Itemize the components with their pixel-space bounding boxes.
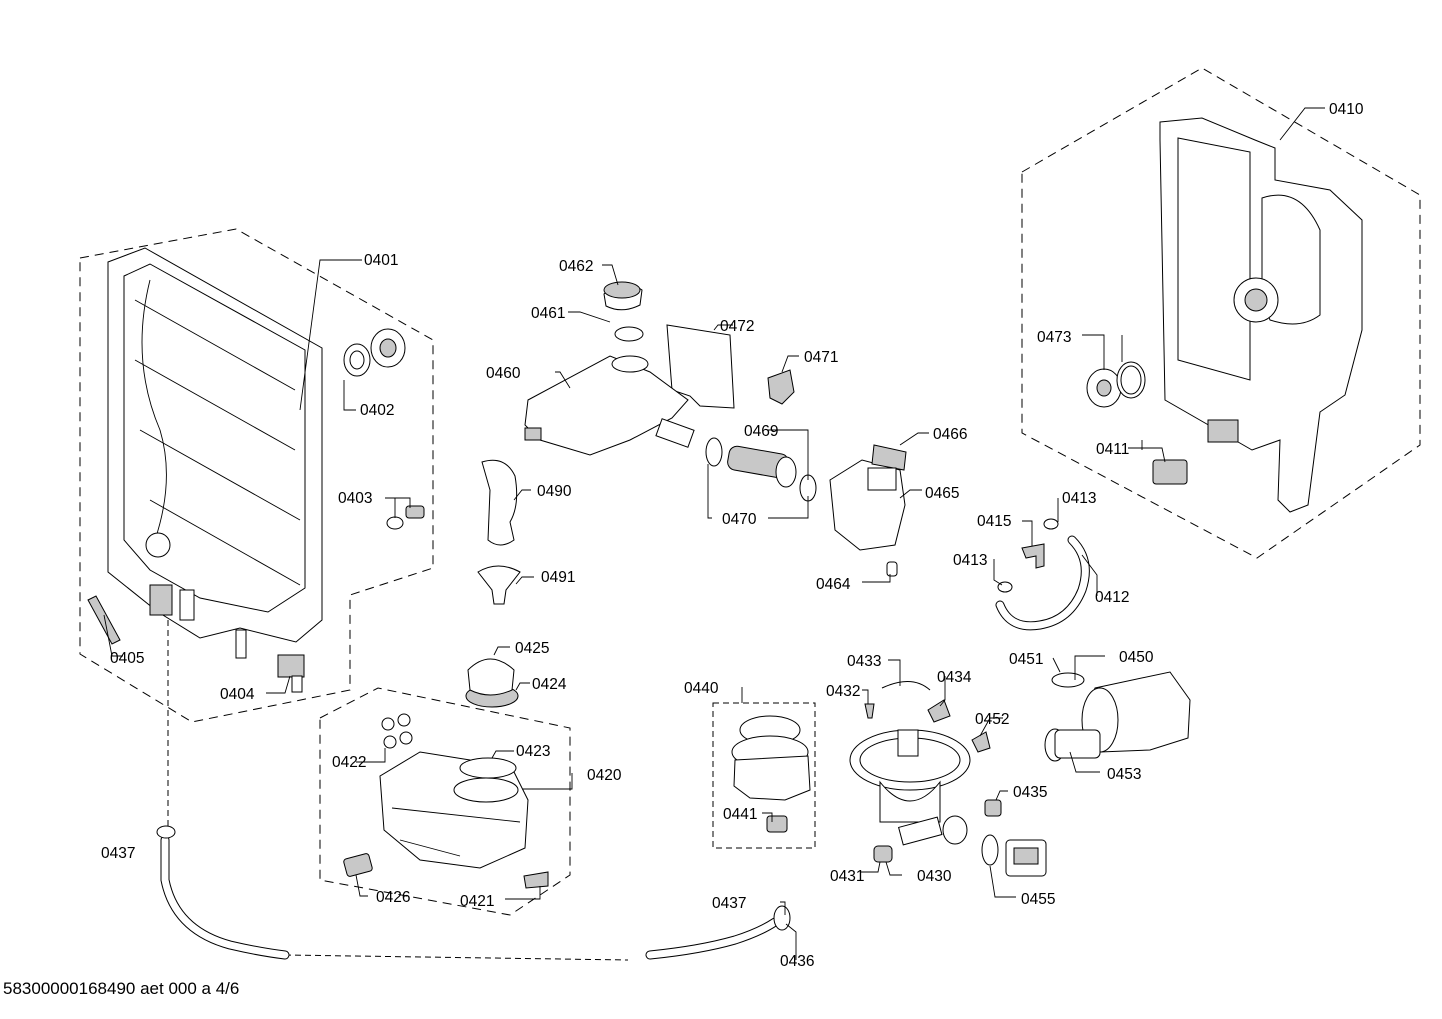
label-0464: 0464 bbox=[816, 576, 851, 593]
bracket-part bbox=[767, 369, 795, 405]
label-0450: 0450 bbox=[1119, 649, 1154, 666]
label-0437b: 0437 bbox=[712, 895, 746, 912]
leader-lines bbox=[103, 107, 1325, 960]
drain-pump-part bbox=[1005, 839, 1047, 877]
label-0410: 0410 bbox=[1329, 101, 1364, 118]
label-0431: 0431 bbox=[830, 868, 864, 885]
label-0424: 0424 bbox=[532, 676, 567, 693]
clip-part bbox=[971, 731, 991, 753]
label-0411: 0411 bbox=[1096, 441, 1129, 458]
label-0473: 0473 bbox=[1037, 329, 1071, 346]
label-0425: 0425 bbox=[515, 640, 549, 657]
label-0423: 0423 bbox=[516, 743, 550, 760]
valve-part bbox=[343, 853, 373, 877]
check-valve-part bbox=[1086, 361, 1146, 408]
sump-part bbox=[849, 681, 971, 846]
drain-hose-path bbox=[167, 590, 629, 961]
label-0470: 0470 bbox=[722, 511, 757, 528]
label-0472: 0472 bbox=[720, 318, 754, 335]
small-bushing-part bbox=[886, 561, 898, 577]
label-0430: 0430 bbox=[917, 868, 952, 885]
group-outline-water-softener bbox=[319, 687, 571, 916]
drain-hose-part bbox=[156, 825, 791, 960]
label-0436: 0436 bbox=[780, 953, 814, 970]
group-outline-rear-panel bbox=[1021, 67, 1421, 559]
label-0403: 0403 bbox=[338, 490, 372, 507]
label-0426: 0426 bbox=[376, 889, 410, 906]
filter-hose-part bbox=[705, 437, 817, 502]
clip-part bbox=[87, 595, 121, 645]
pump-housing-part bbox=[829, 444, 907, 551]
label-0404: 0404 bbox=[220, 686, 255, 703]
label-0441: 0441 bbox=[723, 806, 757, 823]
filter-part bbox=[873, 845, 893, 863]
label-0433: 0433 bbox=[847, 653, 881, 670]
label-0452: 0452 bbox=[975, 711, 1009, 728]
sensor-part bbox=[1152, 459, 1188, 485]
funnel-part bbox=[477, 565, 521, 605]
clip-part bbox=[523, 871, 549, 889]
label-0420: 0420 bbox=[587, 767, 622, 784]
label-0490: 0490 bbox=[537, 483, 572, 500]
label-0440: 0440 bbox=[684, 680, 719, 697]
label-0405: 0405 bbox=[110, 650, 144, 667]
clip-part bbox=[927, 699, 951, 723]
softener-cap-part bbox=[465, 658, 519, 708]
label-0460: 0460 bbox=[486, 365, 521, 382]
label-0435: 0435 bbox=[1013, 784, 1047, 801]
seal-kit-part bbox=[381, 713, 413, 749]
label-0466: 0466 bbox=[933, 426, 967, 443]
label-0422: 0422 bbox=[332, 754, 366, 771]
label-0413b: 0413 bbox=[953, 552, 987, 569]
base-tub-part bbox=[107, 247, 323, 659]
label-0437a: 0437 bbox=[101, 845, 135, 862]
label-0461: 0461 bbox=[531, 305, 565, 322]
label-0413a: 0413 bbox=[1062, 490, 1096, 507]
softener-part bbox=[379, 751, 529, 869]
label-0412: 0412 bbox=[1095, 589, 1129, 606]
gasket-part bbox=[614, 326, 644, 342]
sensor-part bbox=[984, 799, 1002, 817]
label-0465: 0465 bbox=[925, 485, 959, 502]
label-0401: 0401 bbox=[364, 252, 398, 269]
label-0432: 0432 bbox=[826, 683, 860, 700]
clamp-part bbox=[1043, 518, 1059, 530]
hose-0412 bbox=[995, 535, 1090, 631]
float-switch-part bbox=[277, 654, 305, 693]
label-0462: 0462 bbox=[559, 258, 593, 275]
part-labels: 0401 0402 0403 0404 0405 0410 0411 0412 … bbox=[101, 101, 1364, 970]
label-0402: 0402 bbox=[360, 402, 394, 419]
group-outline-heater bbox=[712, 702, 816, 849]
connector-nipple-part bbox=[386, 505, 425, 530]
heater-part bbox=[731, 715, 811, 833]
label-0434: 0434 bbox=[937, 669, 972, 686]
cap-part bbox=[603, 281, 643, 311]
label-0415: 0415 bbox=[977, 513, 1011, 530]
jug-part bbox=[481, 459, 518, 546]
label-0469: 0469 bbox=[744, 423, 778, 440]
circulation-pump-part bbox=[1044, 671, 1191, 762]
screw-part bbox=[864, 703, 875, 719]
label-0421: 0421 bbox=[460, 893, 494, 910]
salt-container-part bbox=[524, 355, 695, 456]
label-0491: 0491 bbox=[541, 569, 575, 586]
holder-part bbox=[1021, 543, 1045, 569]
label-0455: 0455 bbox=[1021, 891, 1055, 908]
seal-part bbox=[981, 834, 999, 866]
group-outline-base-tub bbox=[79, 228, 434, 723]
seal-ring-part bbox=[343, 328, 406, 377]
label-0451: 0451 bbox=[1009, 651, 1043, 668]
label-0471: 0471 bbox=[804, 349, 838, 366]
label-0453: 0453 bbox=[1107, 766, 1141, 783]
diagram-reference-code: 58300000168490 aet 000 a 4/6 bbox=[3, 979, 240, 998]
rear-panel-part bbox=[1159, 117, 1363, 513]
